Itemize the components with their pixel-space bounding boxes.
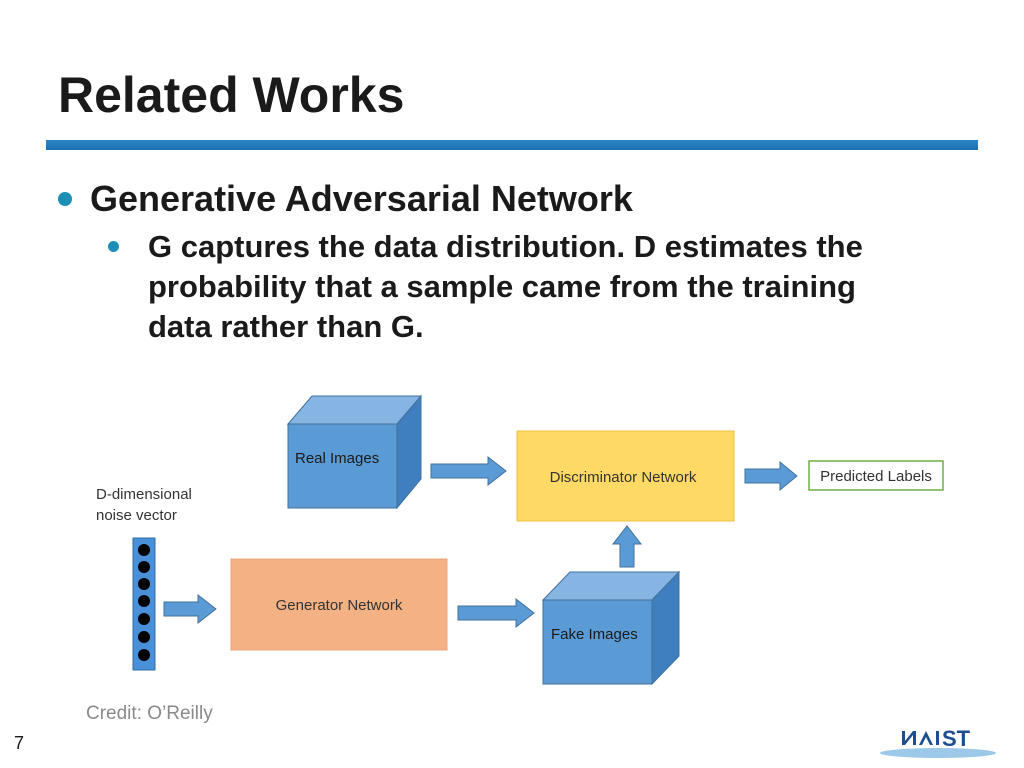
real-images-cube: Real Images: [286, 394, 423, 510]
institution-logo: ST: [880, 726, 996, 758]
bullet-level2: G captures the data distribution. D esti…: [108, 227, 928, 347]
arrow-discriminator-to-labels-icon: [744, 460, 798, 492]
gan-diagram: D-dimensional noise vector Generator Net…: [96, 394, 944, 686]
discriminator-network-box: Discriminator Network: [516, 430, 735, 522]
noise-vector: [132, 537, 156, 671]
noise-vector-label-line1: D-dimensional: [96, 486, 192, 503]
bullet-dot-icon: [58, 192, 72, 206]
title-divider: [46, 140, 978, 150]
logo-mark-icon: [902, 731, 939, 745]
predicted-labels-box: Predicted Labels: [808, 460, 944, 491]
generator-network-box: Generator Network: [230, 558, 448, 651]
bullet-level1: Generative Adversarial Network: [58, 178, 633, 220]
fake-images-label: Fake Images: [551, 626, 638, 643]
slide-title: Related Works: [58, 67, 405, 123]
real-images-label: Real Images: [295, 450, 379, 467]
fake-images-cube: Fake Images: [541, 570, 681, 686]
bullet-level1-text: Generative Adversarial Network: [90, 178, 633, 219]
discriminator-network-label: Discriminator Network: [550, 469, 697, 486]
bullet-dot-icon: [108, 241, 119, 252]
noise-vector-label-line2: noise vector: [96, 507, 177, 524]
generator-network-label: Generator Network: [276, 597, 403, 614]
arrow-generator-to-fake-icon: [457, 597, 535, 629]
predicted-labels-label: Predicted Labels: [820, 468, 932, 485]
logo-text: ST: [942, 726, 971, 751]
arrow-fake-to-discriminator-icon: [611, 525, 643, 568]
image-credit: Credit: O’Reilly: [86, 703, 213, 724]
bullet-level2-text: G captures the data distribution. D esti…: [148, 229, 863, 344]
arrow-noise-to-generator-icon: [163, 593, 217, 625]
page-number: 7: [14, 733, 25, 753]
arrow-real-to-discriminator-icon: [430, 455, 507, 487]
